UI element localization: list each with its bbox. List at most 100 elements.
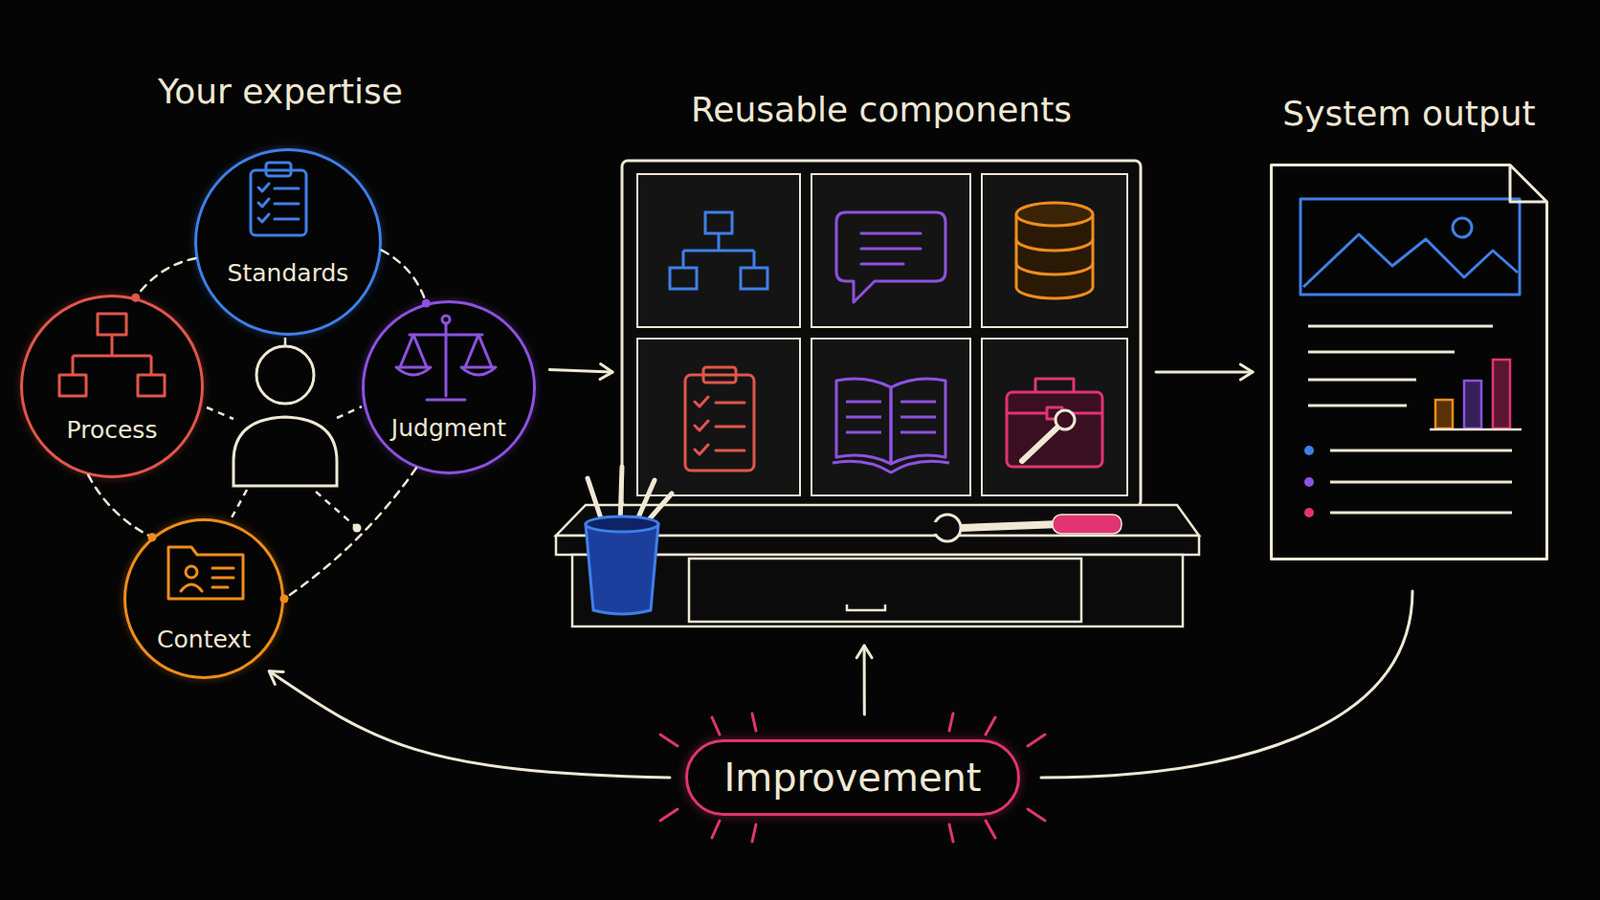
clipboard-board — [250, 170, 307, 236]
dashed-link — [280, 467, 417, 603]
flowchart-icon — [59, 313, 165, 397]
image-sun — [1452, 218, 1472, 238]
drawer-handle — [846, 604, 886, 611]
toolbox-body — [1006, 392, 1103, 467]
wrench-shaft — [1022, 426, 1059, 462]
connector-arrow — [268, 671, 670, 778]
bullet-dot — [1304, 445, 1314, 456]
dashed-link — [381, 250, 431, 309]
doc-bar-chart — [1429, 359, 1522, 430]
flow-box — [59, 375, 87, 397]
expertise-circle: Standards — [194, 148, 382, 336]
wrench-head — [1055, 410, 1075, 430]
spoke-line — [284, 337, 288, 346]
dashed-link — [88, 475, 156, 543]
component-cabinet: Reusable components — [622, 160, 1141, 627]
pencil-cup — [585, 466, 672, 615]
connector-arrow — [1155, 364, 1253, 380]
connector-arrow — [1041, 591, 1413, 778]
connector-arrow — [856, 645, 872, 715]
org-box — [669, 267, 697, 289]
db-top — [1016, 202, 1093, 226]
db-bands — [1016, 239, 1093, 275]
improvement-pill: Improvement — [685, 739, 1021, 817]
wrench-notch — [930, 522, 942, 534]
link-dot — [422, 299, 431, 309]
folder-shape — [168, 547, 244, 600]
org-box — [705, 212, 733, 234]
chart-bar — [1464, 380, 1482, 429]
expertise-circle: Process — [20, 294, 204, 479]
circle-label: Process — [66, 416, 158, 445]
desk-drawer — [688, 558, 1082, 623]
desk-body — [572, 555, 1183, 627]
cup-body — [585, 524, 659, 615]
connector-line — [135, 258, 197, 298]
output-document: System output — [1269, 163, 1549, 561]
desk — [555, 505, 1200, 627]
doc-image — [1300, 199, 1520, 295]
circle-label: Context — [156, 625, 251, 655]
folder-icon — [168, 547, 244, 600]
spoke-dot — [353, 524, 362, 534]
cabinet-cell — [637, 174, 800, 328]
toolbox-handle — [1035, 378, 1074, 393]
circle-label: Judgment — [391, 414, 507, 444]
connector-line — [88, 475, 153, 538]
arrow-head — [856, 645, 872, 659]
folder-person — [185, 566, 198, 578]
image-mountains — [1303, 234, 1518, 288]
person-body — [233, 417, 337, 487]
document-shape — [1271, 165, 1548, 560]
book-page — [890, 378, 946, 465]
org-box — [740, 267, 768, 289]
emphasis-rays — [660, 713, 1045, 843]
bubble-lines — [861, 233, 921, 265]
document-outline — [1269, 163, 1549, 561]
cabinet-cell — [811, 338, 971, 496]
chart-bar — [1492, 359, 1511, 429]
clipboard-clip — [266, 162, 291, 177]
wrench — [930, 514, 1122, 542]
clipboard-icon — [685, 367, 755, 471]
person-icon — [233, 346, 337, 487]
connector-line — [1155, 370, 1253, 374]
bubble-shape — [836, 212, 946, 303]
pill-label: Improvement — [723, 755, 981, 801]
folder-lines — [180, 568, 234, 592]
database-icon — [1016, 202, 1093, 299]
circle-label: Standards — [227, 259, 350, 289]
connector-arrow — [549, 364, 613, 380]
cabinet-cells — [637, 174, 1128, 496]
bullet-dot — [1304, 508, 1314, 518]
clipboard-board — [685, 375, 755, 471]
org-links — [683, 233, 755, 268]
book-page — [836, 378, 891, 465]
speech-bubble-icon — [836, 212, 946, 303]
connector-line — [381, 250, 427, 305]
group-title: Your expertise — [88, 70, 472, 113]
scales-frame — [409, 323, 483, 400]
book-icon — [832, 378, 950, 473]
section-title: Reusable components — [430, 88, 1333, 132]
cabinet-cell — [637, 338, 800, 496]
image-frame — [1300, 199, 1520, 295]
wrench-shaft — [960, 524, 1061, 529]
expertise-circle: Judgment — [361, 300, 536, 475]
spoke-line — [206, 407, 234, 420]
dashed-link — [131, 258, 196, 303]
person-head — [256, 346, 314, 404]
chart-bar — [1435, 400, 1453, 429]
person-spokes — [206, 337, 362, 527]
bullet-lines — [1330, 450, 1512, 513]
clipboard-clip — [703, 367, 736, 383]
connector-line — [268, 671, 670, 778]
clipboard-icon — [250, 162, 307, 236]
cup-rim — [585, 516, 659, 533]
bullet-dot — [1304, 477, 1314, 488]
scales-pan — [461, 334, 496, 376]
spoke-line — [229, 489, 247, 522]
connector-line — [549, 369, 613, 373]
book-lines — [832, 401, 950, 473]
